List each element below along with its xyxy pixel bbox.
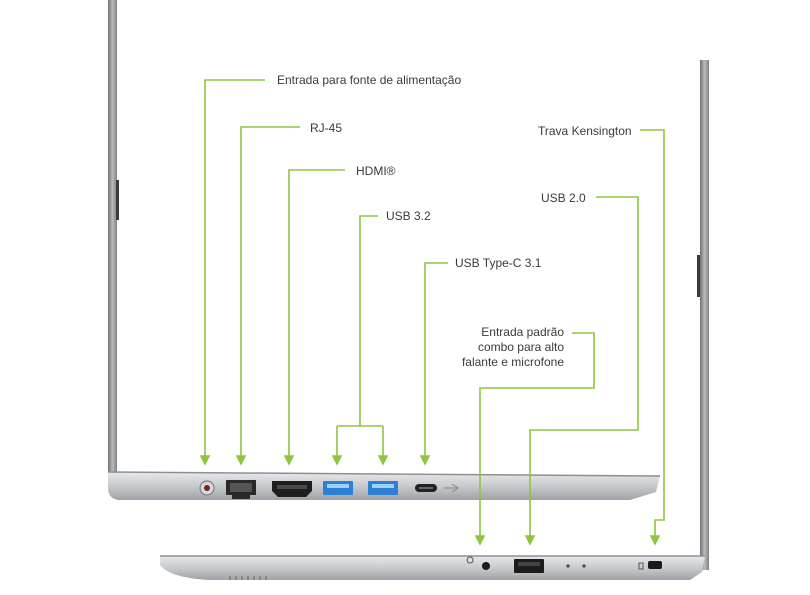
callout-arrow-power [199,455,211,466]
right-laptop-base [160,555,705,580]
left-laptop-lid [108,0,119,478]
usb-trident-icon [444,483,459,493]
callout-line-audio [479,332,595,540]
callout-line-kensington [640,129,665,540]
callout-line-rj45 [240,126,300,460]
callout-arrow-rj45 [235,455,247,466]
callout-arrow-usb32-1 [331,455,343,466]
kensington-lock-slot [638,561,662,570]
callout-arrow-kensington [649,535,661,546]
vent-grille [229,576,267,580]
usbc-port [415,484,437,492]
callout-label-audio: Entrada padrão combo para alto falante e… [461,325,564,369]
rj45-port [226,480,256,499]
callout-arrow-usbc [419,455,431,466]
callout-label-rj45: RJ-45 [310,121,343,135]
callout-arrow-usb32-2 [377,455,389,466]
power-jack-port [199,480,215,496]
indicator-lights [566,564,586,568]
hdmi-port [272,481,312,497]
callout-line-usb32 [336,215,384,460]
callout-label-power: Entrada para fonte de alimentação [277,73,462,87]
usb20-port [514,559,544,573]
callout-arrow-hdmi [283,455,295,466]
usb32-port-1 [323,481,353,495]
audio-combo-port [466,556,490,570]
callout-arrow-audio [474,535,486,546]
callout-label-usbc: USB Type-C 3.1 [455,256,542,270]
callout-line-usb20 [529,196,639,540]
right-laptop-lid [697,60,709,570]
callout-label-usb20: USB 2.0 [541,191,586,205]
callout-label-usb32: USB 3.2 [386,209,431,223]
callout-label-hdmi: HDMI® [356,164,396,178]
callout-label-kensington: Trava Kensington [538,124,632,138]
callout-line-power [204,79,265,460]
usb32-port-2 [368,481,398,495]
callout-line-usbc [424,262,448,460]
callout-arrow-usb20 [524,535,536,546]
callout-line-hdmi [288,169,345,460]
